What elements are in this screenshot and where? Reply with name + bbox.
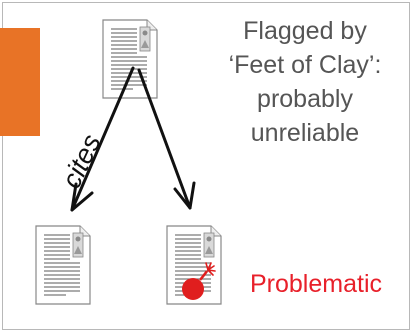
flag-note-line: ‘Feet of Clay’: bbox=[228, 51, 382, 79]
right-document-icon bbox=[166, 225, 222, 305]
problematic-label: Problematic bbox=[250, 270, 382, 298]
bomb-icon bbox=[182, 262, 216, 300]
left-document-icon bbox=[35, 225, 91, 305]
flag-note-line: Flagged by bbox=[243, 17, 367, 45]
accent-bar bbox=[0, 28, 40, 136]
slide-frame bbox=[2, 2, 410, 330]
cites-arrow bbox=[70, 66, 135, 212]
top-document-icon bbox=[102, 19, 158, 99]
flag-note-line: unreliable bbox=[250, 119, 360, 147]
flag-note: Flagged by ‘Feet of Clay’: probably unre… bbox=[205, 14, 405, 150]
right-arrow bbox=[137, 68, 196, 210]
flag-note-line: probably bbox=[257, 85, 353, 113]
